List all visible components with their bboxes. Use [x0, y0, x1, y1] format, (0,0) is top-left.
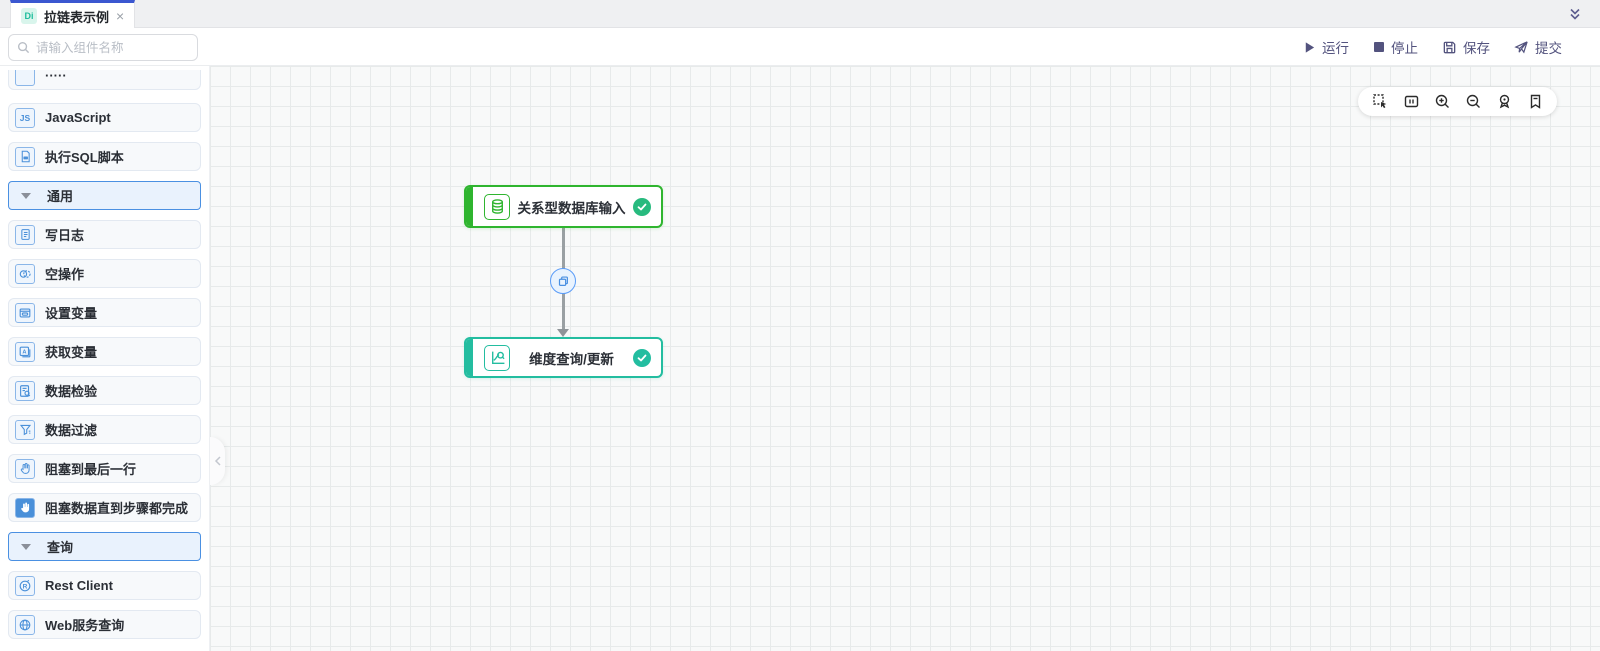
search-icon	[17, 41, 30, 54]
svg-text:A: A	[22, 349, 26, 355]
component-palette: ····· JS JavaScript 执行SQL脚本 通用 写日志	[0, 66, 210, 651]
palette-item-noop[interactable]: 空操作	[8, 259, 201, 288]
set-variable-icon	[15, 302, 35, 323]
get-variable-icon: A	[15, 341, 35, 362]
run-button[interactable]: 运行	[1303, 37, 1349, 57]
palette-item-set-variable[interactable]: 设置变量	[8, 298, 201, 327]
zoom-locate-icon[interactable]	[1495, 93, 1513, 111]
close-icon[interactable]: ×	[116, 8, 125, 24]
zoom-in-icon[interactable]	[1433, 93, 1451, 111]
dimension-lookup-icon	[484, 344, 510, 371]
block-until-done-icon	[15, 497, 35, 518]
block-last-row-icon	[15, 458, 35, 479]
search-input[interactable]	[36, 40, 176, 55]
tab-pipeline[interactable]: Di 拉链表示例 ×	[10, 0, 136, 29]
double-chevron-down-icon[interactable]	[1560, 3, 1590, 25]
database-icon	[484, 193, 510, 220]
edge-arrowhead-icon	[557, 329, 569, 337]
node-accent-bar	[466, 339, 473, 376]
section-header-general[interactable]: 通用	[8, 181, 201, 210]
svg-text:R: R	[23, 583, 28, 590]
header-toolbar: 运行 停止 保存 提交	[0, 28, 1600, 66]
submit-button[interactable]: 提交	[1514, 37, 1562, 57]
component-search[interactable]	[8, 34, 198, 61]
tab-label: 拉链表示例	[44, 9, 110, 25]
copy-distribute-icon[interactable]	[550, 268, 576, 294]
chevron-left-icon	[214, 456, 221, 466]
paper-plane-icon	[1514, 40, 1528, 54]
node-label: 关系型数据库输入	[517, 200, 626, 216]
node-relational-db-input[interactable]: 关系型数据库输入	[464, 185, 663, 228]
tab-bar: Di 拉链表示例 ×	[0, 0, 1600, 29]
stop-button[interactable]: 停止	[1373, 37, 1418, 57]
palette-item-data-validate[interactable]: 数据检验	[8, 376, 201, 405]
sidebar-collapse-handle[interactable]	[210, 437, 225, 485]
di-badge-icon: Di	[21, 8, 37, 24]
play-icon	[1305, 41, 1315, 53]
section-header-query[interactable]: 查询	[8, 532, 201, 561]
palette-item-javascript[interactable]: JS JavaScript	[8, 103, 201, 132]
run-actions: 运行 停止 保存 提交	[1303, 28, 1562, 66]
sql-file-icon	[15, 146, 35, 167]
canvas-toolbar	[1358, 87, 1557, 116]
js-icon: JS	[15, 107, 35, 128]
data-validate-icon	[15, 380, 35, 401]
clipped-item-icon	[15, 70, 35, 86]
chevron-down-icon	[21, 192, 31, 199]
fit-view-icon[interactable]	[1402, 93, 1420, 111]
palette-item-clipped[interactable]: ·····	[8, 70, 201, 90]
rest-client-icon: R	[15, 575, 35, 596]
marquee-select-icon[interactable]	[1371, 93, 1389, 111]
chevron-down-icon	[21, 543, 31, 550]
success-check-icon	[633, 197, 651, 216]
noop-icon	[15, 263, 35, 284]
palette-item-write-log[interactable]: 写日志	[8, 220, 201, 249]
palette-item-block-until-done[interactable]: 阻塞数据直到步骤都完成	[8, 493, 201, 522]
node-accent-bar	[466, 187, 473, 226]
save-button[interactable]: 保存	[1442, 37, 1490, 57]
web-service-icon	[15, 614, 35, 635]
success-check-icon	[633, 348, 651, 367]
write-log-icon	[15, 224, 35, 245]
save-icon	[1443, 41, 1456, 53]
palette-item-sql-script[interactable]: 执行SQL脚本	[8, 142, 201, 171]
palette-item-data-filter[interactable]: 数据过滤	[8, 415, 201, 444]
zoom-out-icon[interactable]	[1464, 93, 1482, 111]
palette-item-block-last-row[interactable]: 阻塞到最后一行	[8, 454, 201, 483]
palette-item-get-variable[interactable]: A 获取变量	[8, 337, 201, 366]
palette-item-rest-client[interactable]: R Rest Client	[8, 571, 201, 600]
node-label: 维度查询/更新	[529, 351, 614, 367]
flow-canvas[interactable]: 关系型数据库输入 维度查询/更新	[210, 66, 1600, 651]
stop-icon	[1374, 42, 1384, 52]
data-filter-icon	[15, 419, 35, 440]
node-dimension-lookup[interactable]: 维度查询/更新	[464, 337, 663, 378]
bookmark-icon[interactable]	[1526, 93, 1544, 111]
palette-item-web-service[interactable]: Web服务查询	[8, 610, 201, 639]
